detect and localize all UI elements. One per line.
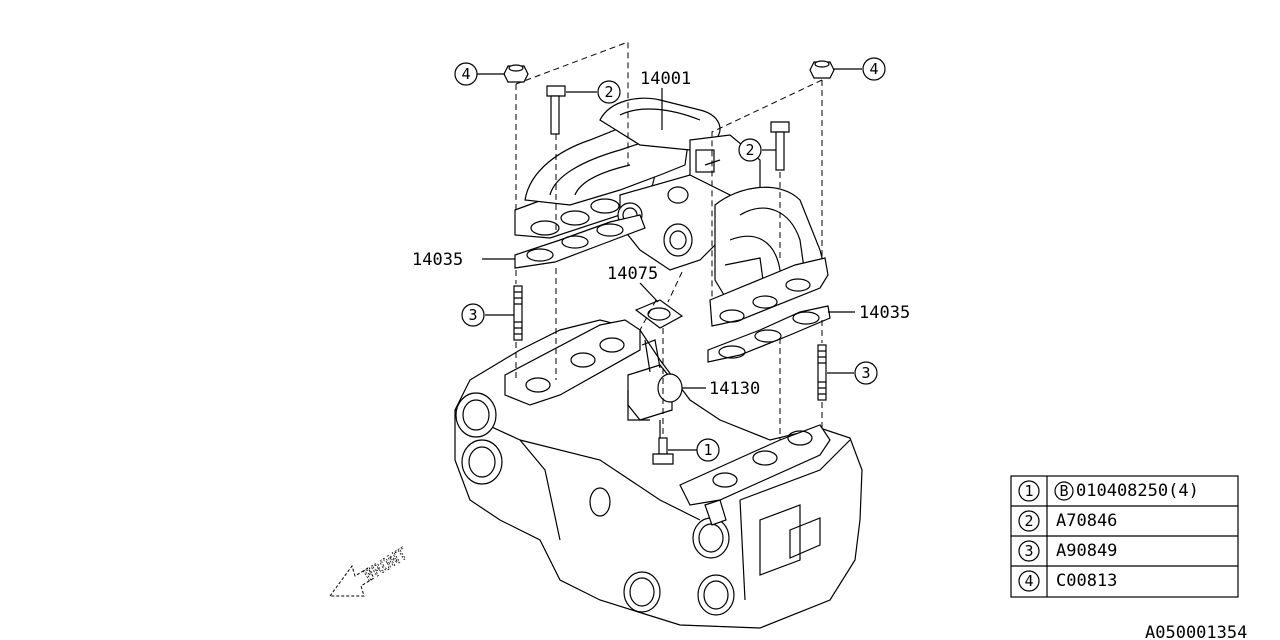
cylinder-head-block [454, 319, 863, 629]
callout-1: 1 [696, 438, 720, 462]
legend-row-2: 2 A70846 [1018, 510, 1117, 532]
legend-code: 010408250(4) [1076, 481, 1199, 501]
svg-text:1: 1 [1024, 482, 1033, 500]
stud-right [817, 344, 827, 401]
front-label: FRONT [360, 544, 411, 586]
callout-3-left: 3 [461, 303, 485, 327]
legend-code: A70846 [1056, 511, 1117, 531]
callout-2-left: 2 [597, 80, 621, 104]
svg-text:4: 4 [1024, 572, 1033, 590]
front-arrow: FRONT [329, 543, 412, 597]
svg-text:B: B [1059, 482, 1068, 500]
svg-text:1: 1 [703, 441, 712, 459]
leader-lines [477, 68, 862, 451]
bolt-1 [652, 437, 674, 465]
callout-4-left: 4 [454, 62, 478, 86]
bolt-right [770, 121, 790, 171]
callout-4-right: 4 [862, 57, 886, 81]
svg-text:2: 2 [604, 83, 613, 101]
part-label-14035-right: 14035 [859, 303, 910, 323]
diagram-code: A050001354 [1145, 623, 1247, 640]
gasket-left [514, 214, 646, 269]
svg-text:4: 4 [461, 65, 470, 83]
svg-text:3: 3 [1024, 542, 1033, 560]
legend-code: A90849 [1056, 541, 1117, 561]
gasket-right [707, 305, 831, 363]
assembly-lines [515, 41, 823, 440]
svg-text:2: 2 [745, 141, 754, 159]
throttle-gasket [634, 299, 684, 329]
callout-2-right: 2 [738, 138, 762, 162]
nut-right [809, 60, 835, 79]
svg-text:3: 3 [468, 306, 477, 324]
legend-code: C00813 [1056, 571, 1117, 591]
legend-row-3: 3 A90849 [1018, 540, 1117, 562]
legend-row-1: 1 B 010408250(4) [1018, 480, 1199, 502]
part-label-14075: 14075 [607, 264, 658, 284]
stud-left [513, 285, 523, 341]
parts-legend-table: 1 B 010408250(4) 2 A70846 3 A90849 4 C00… [1010, 475, 1239, 598]
part-label-14130: 14130 [709, 379, 760, 399]
part-label-14001: 14001 [640, 69, 691, 89]
svg-text:4: 4 [869, 60, 878, 78]
legend-row-4: 4 C00813 [1018, 570, 1117, 592]
svg-text:3: 3 [861, 364, 870, 382]
nut-left [503, 64, 529, 83]
callout-3-right: 3 [854, 361, 878, 385]
bolt-b-badge [1054, 481, 1074, 501]
svg-text:2: 2 [1024, 512, 1033, 530]
part-label-14035-left: 14035 [412, 250, 463, 270]
bolt-left [546, 85, 566, 135]
